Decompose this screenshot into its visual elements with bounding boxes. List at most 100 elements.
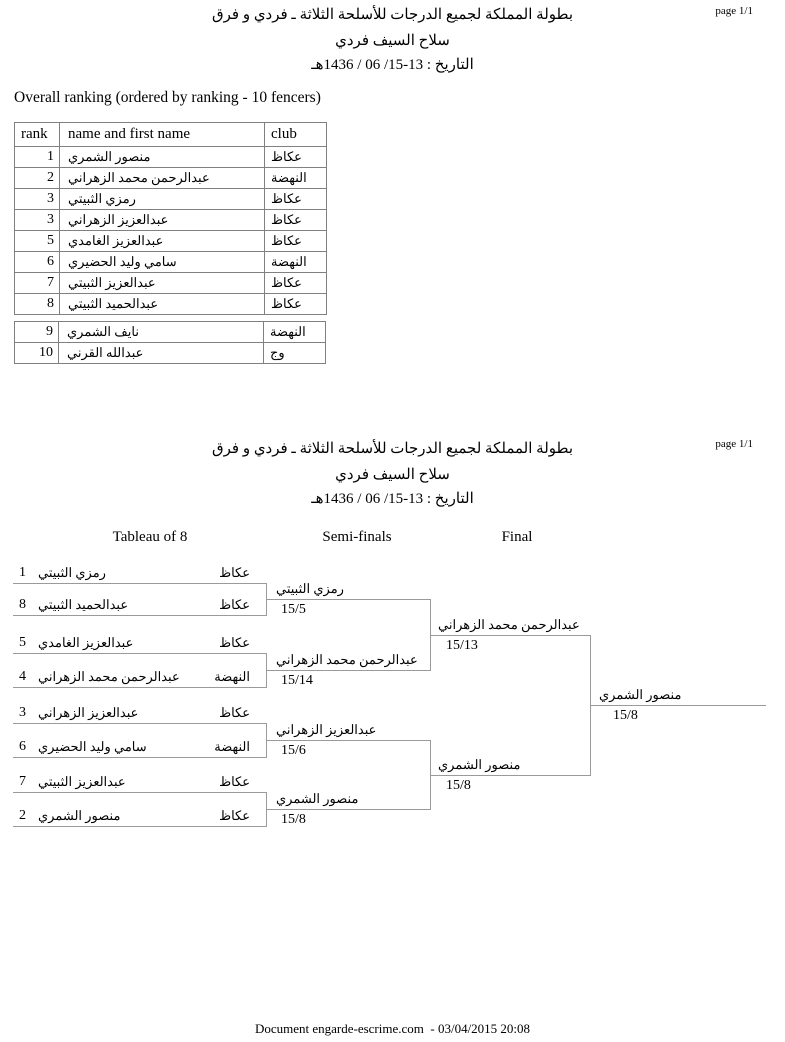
club-cell: وج — [263, 342, 326, 364]
seed-number: 5 — [19, 635, 26, 650]
fencer-name: عبدالرحمن محمد الزهراني — [38, 669, 180, 684]
rank-cell: 2 — [14, 167, 60, 189]
bracket-connector — [266, 792, 267, 827]
round-header-tableau-of-8: Tableau of 8 — [112, 529, 188, 545]
column-header-club: club — [264, 122, 327, 147]
bracket-line — [13, 792, 267, 793]
fencer-name: منصور الشمري — [276, 791, 359, 806]
seed-number: 1 — [19, 565, 26, 580]
bracket-connector — [266, 723, 267, 758]
club-cell: عكاظ — [264, 209, 327, 231]
fencer-name: عبدالعزيز الغامدي — [38, 635, 134, 650]
seed-number: 7 — [19, 774, 26, 789]
rank-cell: 1 — [14, 146, 60, 168]
round-header-semifinals: Semi-finals — [322, 529, 392, 545]
bracket-line — [430, 635, 591, 636]
club-name: عكاظ — [219, 774, 250, 789]
bracket-connector — [430, 740, 431, 810]
fencer-name-cell: عبدالله القرني — [58, 342, 264, 364]
column-header-rank: rank — [14, 122, 60, 147]
club-name: عكاظ — [219, 705, 250, 720]
fencer-name-cell: عبدالحميد الثبيتي — [59, 293, 265, 315]
match-score: 15/5 — [281, 602, 306, 617]
rank-cell: 3 — [14, 209, 60, 231]
fencer-name-cell: نايف الشمري — [58, 321, 264, 343]
club-cell: النهضة — [264, 167, 327, 189]
club-cell: عكاظ — [264, 272, 327, 294]
bracket-connector — [590, 635, 591, 776]
bracket-line — [13, 583, 267, 584]
tournament-title: بطولة المملكة لجميع الدرجات للأسلحة الثل… — [211, 441, 574, 457]
fencer-name: رمزي الثبيتي — [38, 565, 106, 580]
fencer-name: عبدالحميد الثبيتي — [38, 597, 129, 612]
fencer-name-cell: عبدالعزيز الزهراني — [59, 209, 265, 231]
club-name: عكاظ — [219, 597, 250, 612]
bracket-line — [266, 599, 431, 600]
club-cell: عكاظ — [264, 146, 327, 168]
date-line: التاريخ : 13-15/ 06 / 1436هـ — [311, 491, 474, 507]
page-number-label: page 1/1 — [715, 5, 753, 17]
round-header-final: Final — [501, 529, 533, 545]
document-footer: Document engarde-escrime.com - 03/04/201… — [254, 1021, 531, 1036]
club-cell: عكاظ — [264, 188, 327, 210]
weapon-subtitle: سلاح السيف فردي — [335, 467, 450, 483]
club-name: عكاظ — [219, 635, 250, 650]
ranking-heading: Overall ranking (ordered by ranking - 10… — [14, 89, 321, 106]
fencer-name-cell: منصور الشمري — [59, 146, 265, 168]
club-cell: النهضة — [263, 321, 326, 343]
column-header-name: name and first name — [59, 122, 265, 147]
match-score: 15/6 — [281, 743, 306, 758]
seed-number: 8 — [19, 597, 26, 612]
tournament-title: بطولة المملكة لجميع الدرجات للأسلحة الثل… — [211, 7, 574, 23]
fencer-name-cell: عبدالعزيز الثبيتي — [59, 272, 265, 294]
fencer-name: عبدالرحمن محمد الزهراني — [276, 652, 418, 667]
club-name: النهضة — [214, 669, 250, 684]
bracket-connector — [430, 599, 431, 671]
match-score: 15/8 — [446, 778, 471, 793]
bracket-line — [13, 757, 267, 758]
fencer-name-cell: عبدالعزيز الغامدي — [59, 230, 265, 252]
bracket-connector — [266, 653, 267, 688]
weapon-subtitle: سلاح السيف فردي — [335, 33, 450, 49]
rank-cell: 7 — [14, 272, 60, 294]
bracket-line — [13, 653, 267, 654]
bracket-line — [266, 809, 431, 810]
fencer-name: منصور الشمري — [599, 687, 682, 702]
club-name: النهضة — [214, 739, 250, 754]
rank-cell: 5 — [14, 230, 60, 252]
rank-cell: 6 — [14, 251, 60, 273]
club-cell: النهضة — [264, 251, 327, 273]
ranking-header-row: rank name and first name club — [14, 122, 327, 147]
date-line: التاريخ : 13-15/ 06 / 1436هـ — [311, 57, 474, 73]
seed-number: 6 — [19, 739, 26, 754]
fencer-name: سامي وليد الحضيري — [38, 739, 147, 754]
bracket-connector — [266, 583, 267, 616]
rank-cell: 9 — [14, 321, 59, 343]
page-number-label: page 1/1 — [715, 438, 753, 450]
fencer-name: رمزي الثبيتي — [276, 581, 344, 596]
rank-cell: 10 — [14, 342, 59, 364]
fencer-name-cell: سامي وليد الحضيري — [59, 251, 265, 273]
fencer-name-cell: عبدالرحمن محمد الزهراني — [59, 167, 265, 189]
bracket-line — [430, 775, 591, 776]
club-cell: عكاظ — [264, 293, 327, 315]
club-cell: عكاظ — [264, 230, 327, 252]
match-score: 15/8 — [613, 708, 638, 723]
fencer-name: عبدالعزيز الزهراني — [276, 722, 377, 737]
rank-cell: 8 — [14, 293, 60, 315]
fencer-name: عبدالعزيز الثبيتي — [38, 774, 126, 789]
match-score: 15/8 — [281, 812, 306, 827]
fencer-name: منصور الشمري — [38, 808, 121, 823]
